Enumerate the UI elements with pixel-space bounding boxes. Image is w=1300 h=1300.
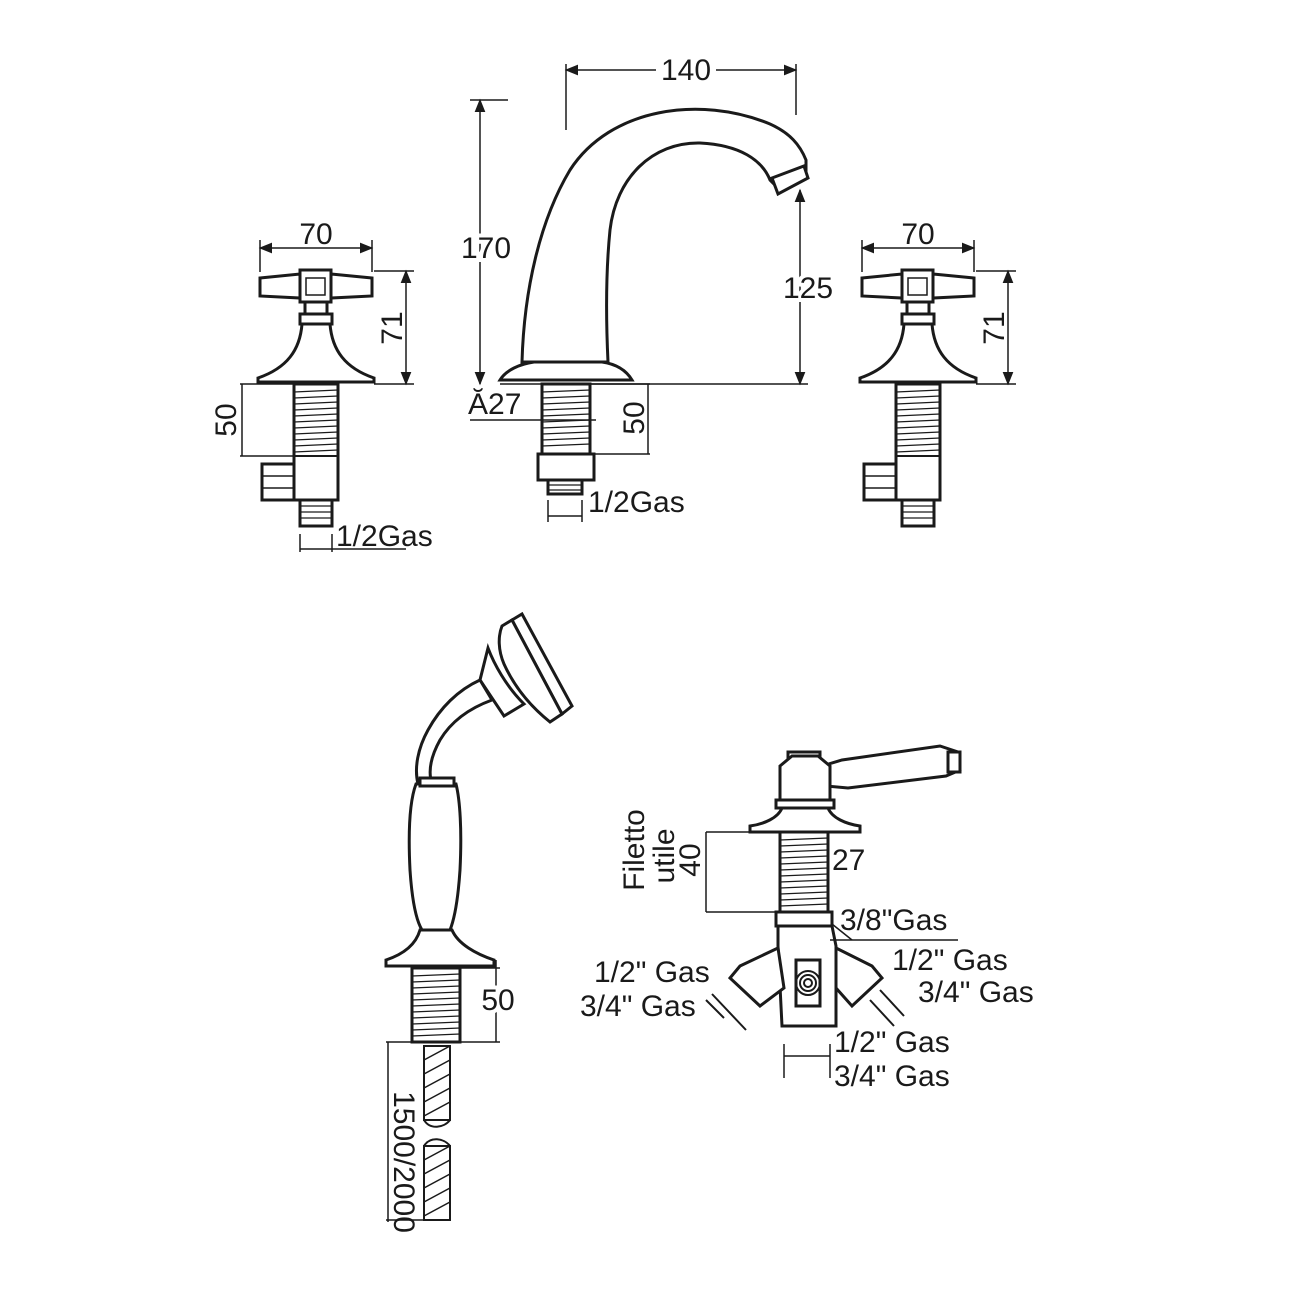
diverter-left-label-b: 3/4" Gas [580, 990, 696, 1023]
diverter-diameter-label: 27 [832, 844, 865, 877]
right-valve-height-label: 71 [978, 311, 1011, 344]
diverter-right-label-a: 1/2" Gas [892, 944, 1008, 977]
hand-shower-shank-label: 50 [481, 984, 514, 1017]
left-valve: 70 71 50 1/2Gas [210, 218, 433, 553]
right-valve-width-label: 70 [901, 218, 934, 251]
spout-width-label: 140 [661, 54, 711, 87]
hand-shower: 50 1500/2000 [384, 611, 574, 1233]
left-valve-shank-label: 50 [210, 403, 243, 436]
diverter: Filetto utile 40 27 3/8"Gas 1/2" Gas 3/4… [580, 744, 1034, 1093]
left-valve-thread-label: 1/2Gas [336, 520, 433, 553]
diverter-right-label-b: 3/4" Gas [918, 976, 1034, 1009]
diverter-filetto-label: Filetto [618, 809, 651, 891]
left-valve-width-label: 70 [299, 218, 332, 251]
diverter-left-label-a: 1/2" Gas [594, 956, 710, 989]
left-valve-height-label: 71 [376, 311, 409, 344]
diverter-bottom-label-b: 3/4" Gas [834, 1060, 950, 1093]
spout-thread-label: 1/2Gas [588, 486, 685, 519]
diverter-inlet-label: 3/8"Gas [840, 904, 947, 937]
spout-diameter-label: Ă27 [468, 388, 521, 421]
spout-shank-label: 50 [618, 401, 651, 434]
diverter-bottom-label-a: 1/2" Gas [834, 1026, 950, 1059]
diverter-utile-label: utile [648, 828, 681, 883]
spout: 140 170 125 Ă27 50 1/2Gas [457, 54, 837, 522]
spout-outlet-height-label: 125 [783, 272, 833, 305]
diverter-thread-length-label: 40 [674, 843, 707, 876]
right-valve: 70 71 [858, 218, 1016, 528]
hand-shower-hose-label: 1500/2000 [387, 1091, 420, 1233]
spout-height-label: 170 [461, 232, 511, 265]
